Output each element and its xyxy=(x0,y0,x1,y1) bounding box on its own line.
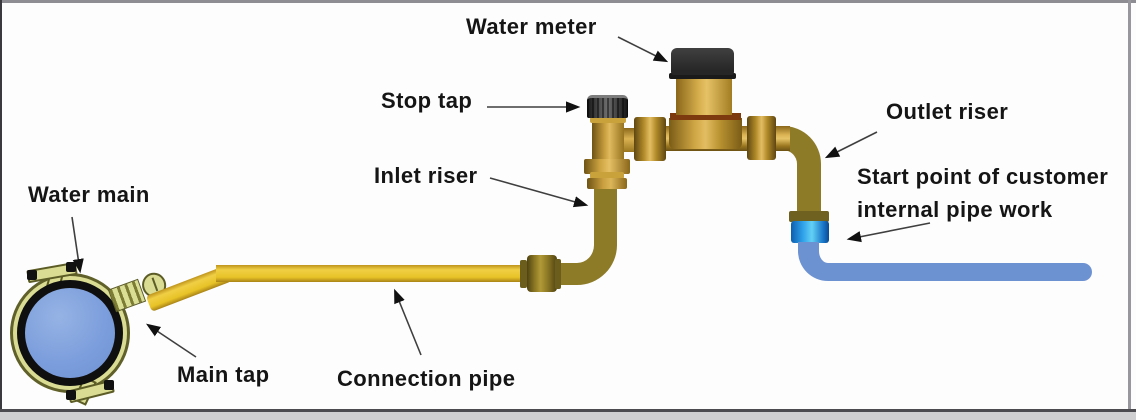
frame-border-right xyxy=(1128,0,1131,412)
arrow-outlet-riser xyxy=(824,131,878,159)
union-flange xyxy=(520,260,527,288)
label-connection-pipe: Connection pipe xyxy=(337,366,516,391)
meter-union-nut-left xyxy=(634,117,666,161)
stop-tap-handle xyxy=(587,95,628,118)
stop-tap-nut xyxy=(584,159,630,174)
stop-tap-outlet xyxy=(620,128,638,152)
label-start-point: Start point of customer internal pipe wo… xyxy=(857,160,1108,226)
label-water-main: Water main xyxy=(28,182,150,207)
arrow-main-tap xyxy=(146,323,197,358)
customer-internal-pipe-end xyxy=(1070,263,1092,281)
water-main-pipe-face xyxy=(25,288,115,378)
stop-tap-collar xyxy=(590,117,626,123)
union-nut xyxy=(527,255,557,292)
label-outlet-riser: Outlet riser xyxy=(886,99,1009,124)
clamp-bolt xyxy=(66,390,76,400)
frame-bottom-strip xyxy=(0,412,1136,420)
main-tap-screw-slot xyxy=(151,277,159,292)
frame-border-bottom xyxy=(0,409,1136,412)
label-main-tap: Main tap xyxy=(177,362,270,387)
clamp-bolt xyxy=(66,262,76,272)
label-start-point-line2: internal pipe work xyxy=(857,197,1053,222)
label-inlet-riser: Inlet riser xyxy=(374,163,478,188)
water-meter-cap-base xyxy=(669,73,736,79)
water-meter-neck xyxy=(676,76,732,115)
outlet-riser-flange xyxy=(789,211,829,222)
stop-tap-nut xyxy=(587,178,627,189)
main-tap-ribs xyxy=(107,278,147,313)
stop-tap-ring xyxy=(590,172,624,179)
label-water-meter: Water meter xyxy=(466,14,597,39)
frame-border-top xyxy=(0,0,1136,3)
stop-tap-body xyxy=(592,122,624,164)
clamp-bolt xyxy=(104,380,114,390)
clamp-bolt xyxy=(27,270,37,280)
water-meter-band xyxy=(670,113,741,120)
water-meter-body xyxy=(669,118,742,149)
arrow-water-meter xyxy=(617,36,669,63)
meter-union-nut-right xyxy=(747,116,776,160)
label-stop-tap: Stop tap xyxy=(381,88,473,113)
connection-pipe-horizontal-segment xyxy=(216,265,528,282)
arrow-connection-pipe xyxy=(394,288,422,356)
union-flange xyxy=(555,259,561,289)
customer-internal-pipe xyxy=(798,242,1080,281)
push-fit-connector xyxy=(791,221,829,243)
label-start-point-line1: Start point of customer xyxy=(857,164,1109,189)
water-meter-cap xyxy=(671,48,734,75)
frame-border-left xyxy=(0,0,2,412)
